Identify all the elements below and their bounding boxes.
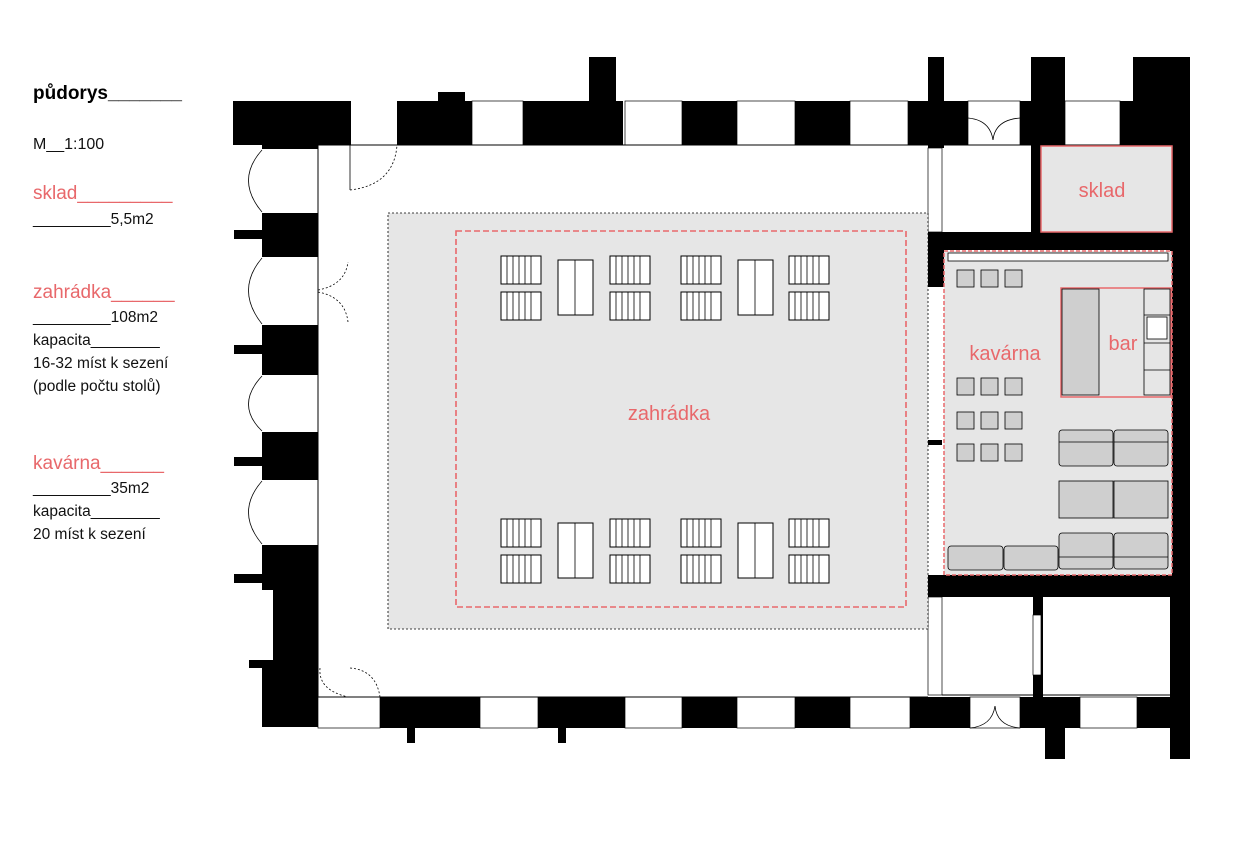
- legend-title: půdorys_______: [33, 83, 182, 104]
- storage-room: [1040, 145, 1173, 233]
- legend-kavarna-capacity: kapacita________: [33, 503, 160, 520]
- legend-zahradka-area: _________108m2: [33, 309, 158, 326]
- garden-floor: [387, 212, 929, 630]
- storage-label: sklad: [1079, 180, 1126, 202]
- garden-furniture: [500, 255, 830, 584]
- legend-kavarna-heading: kavárna______: [33, 453, 164, 474]
- walls: [233, 57, 1190, 759]
- legend-zahradka-capacity: kapacita________: [33, 332, 160, 349]
- bar-label: bar: [1109, 333, 1138, 355]
- cafe-stools: [956, 269, 1023, 462]
- garden-label: zahrádka: [628, 403, 711, 425]
- windows: [317, 100, 1138, 729]
- sink-icon: [1146, 316, 1168, 340]
- legend-sklad-area: _________5,5m2: [33, 211, 154, 228]
- bar-area: [1060, 287, 1172, 398]
- legend-zahradka-heading: zahrádka______: [33, 282, 175, 303]
- garden-boundary: [455, 230, 907, 608]
- cafe-counter-top: [947, 252, 1169, 262]
- legend-sklad-heading: sklad_________: [33, 183, 173, 204]
- legend-kavarna-area: _________35m2: [33, 480, 150, 497]
- legend-scale: M__1:100: [33, 136, 105, 153]
- legend-zahradka-seats: 16-32 míst k sezení: [33, 355, 169, 372]
- cafe-sofas: [947, 429, 1169, 571]
- bench-slats: [506, 256, 820, 583]
- hall-outline: [317, 144, 1170, 698]
- legend-zahradka-note: (podle počtu stolů): [33, 378, 161, 395]
- legend-kavarna-seats: 20 míst k sezení: [33, 526, 146, 543]
- cafe-boundary: [943, 250, 1173, 576]
- cafe-label: kavárna: [969, 343, 1041, 365]
